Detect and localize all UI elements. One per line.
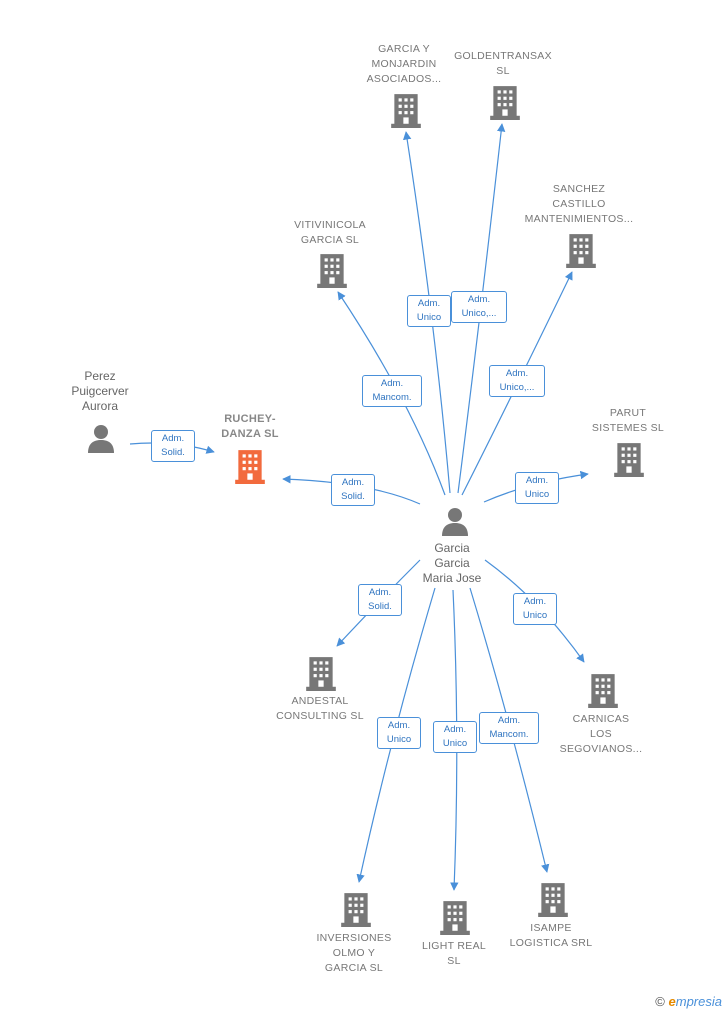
role-badge-goldentransax: Adm. Unico,...	[451, 291, 507, 323]
building-icon	[440, 901, 470, 935]
company-label-vitivinicola[interactable]: VITIVINICOLA GARCIA SL	[294, 219, 366, 246]
role-badge-carnicas: Adm. Unico	[513, 593, 557, 625]
brand-logo: © empresia	[655, 994, 722, 1009]
building-icon	[391, 94, 421, 128]
building-icon	[490, 86, 520, 120]
company-label-carnicas[interactable]: CARNICAS LOS SEGOVIANOS...	[559, 713, 643, 755]
company-label-sanchez-castillo[interactable]: SANCHEZ CASTILLO MANTENIMIENTOS...	[524, 183, 634, 225]
person-label-center[interactable]: Garcia Garcia Maria Jose	[422, 541, 482, 585]
building-icon	[306, 657, 336, 691]
focus-building-icon	[235, 450, 265, 484]
building-icon	[317, 254, 347, 288]
role-badge-focus: Adm. Solid.	[331, 474, 375, 506]
role-badge-parut: Adm. Unico	[515, 472, 559, 504]
role-badge-person2-focus: Adm. Solid.	[151, 430, 195, 462]
company-label-light-real[interactable]: LIGHT REAL SL	[421, 940, 487, 967]
person-label-perez[interactable]: Perez Puigcerver Aurora	[71, 369, 129, 413]
building-icon	[566, 234, 596, 268]
role-badge-sanchez-castillo: Adm. Unico,...	[489, 365, 545, 397]
company-label-parut[interactable]: PARUT SISTEMES SL	[591, 407, 665, 434]
company-label-andestal[interactable]: ANDESTAL CONSULTING SL	[276, 695, 364, 722]
person-icon	[442, 508, 468, 536]
brand-e: e	[668, 994, 676, 1009]
role-badge-light-real: Adm. Unico	[433, 721, 477, 753]
role-badge-andestal: Adm. Solid.	[358, 584, 402, 616]
building-icon	[588, 674, 618, 708]
company-label-garcia-monjardin[interactable]: GARCIA Y MONJARDIN ASOCIADOS...	[366, 43, 442, 85]
company-label-goldentransax[interactable]: GOLDENTRANSAX SL	[454, 50, 552, 77]
role-badge-vitivinicola: Adm. Mancom.	[362, 375, 422, 407]
copyright-symbol: ©	[655, 994, 665, 1009]
company-label-inversiones[interactable]: INVERSIONES OLMO Y GARCIA SL	[316, 932, 392, 974]
role-badge-inversiones: Adm. Unico	[377, 717, 421, 749]
role-badge-garcia-monjardin: Adm. Unico	[407, 295, 451, 327]
company-label-isampe[interactable]: ISAMPE LOGISTICA SRL	[509, 922, 593, 949]
role-badge-isampe: Adm. Mancom.	[479, 712, 539, 744]
focus-company-label[interactable]: RUCHEY- DANZA SL	[221, 413, 279, 440]
building-icon	[614, 443, 644, 477]
building-icon	[341, 893, 371, 927]
brand-rest: mpresia	[675, 994, 722, 1009]
person-icon	[88, 425, 114, 453]
building-icon	[538, 883, 568, 917]
